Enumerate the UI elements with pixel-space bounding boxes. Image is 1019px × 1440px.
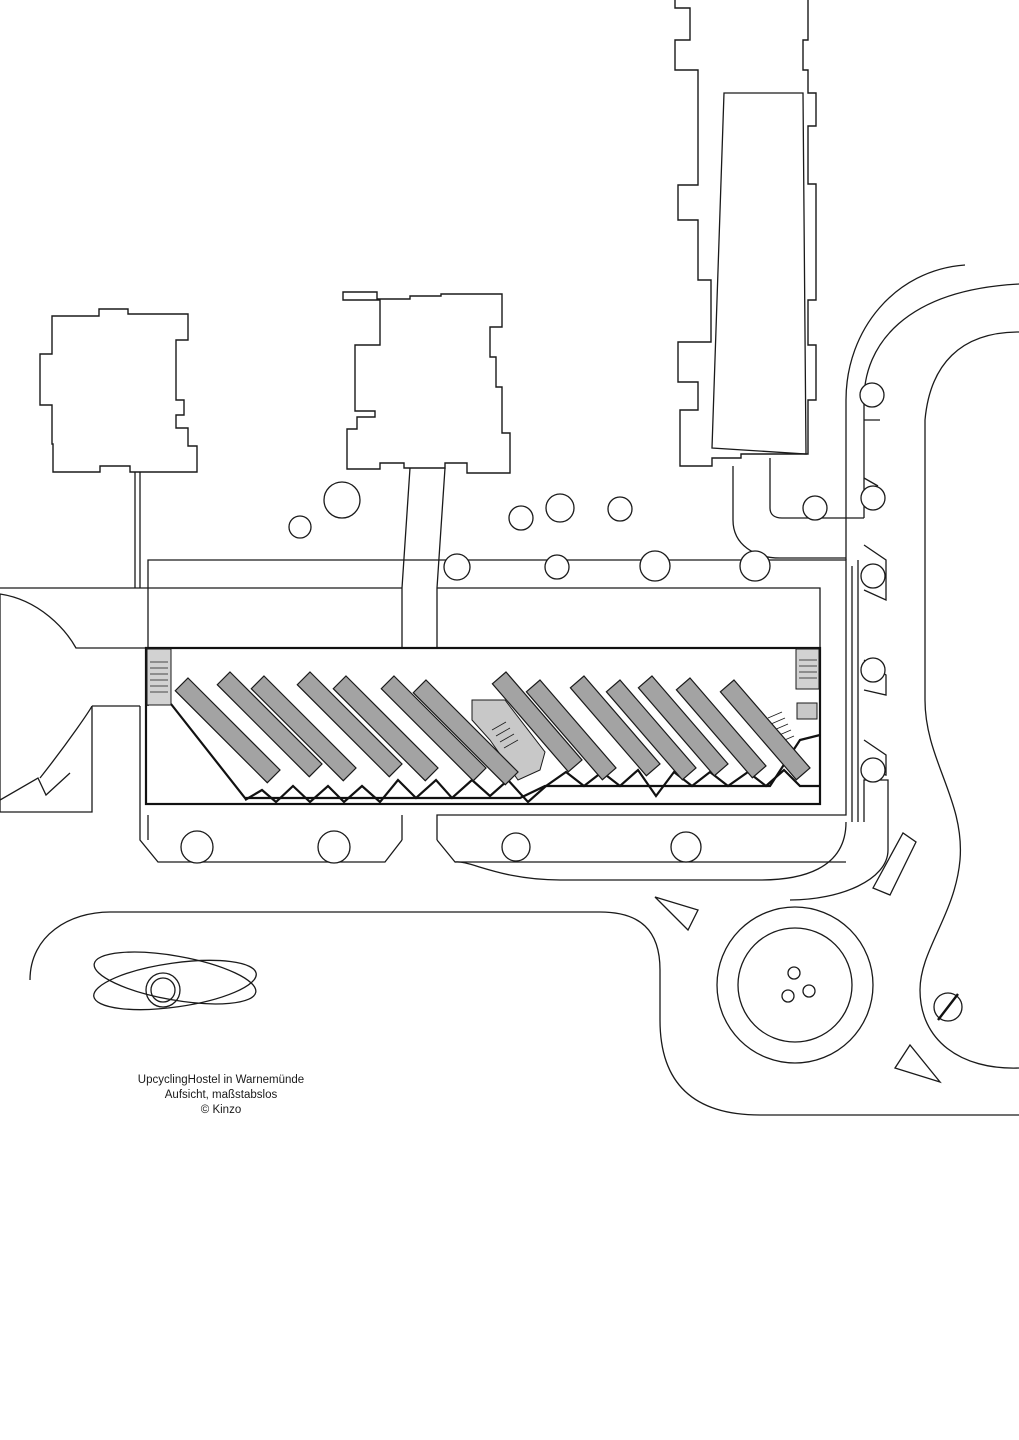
container-module [412,679,519,786]
container-modules [174,671,811,786]
street-network [0,264,1019,1116]
container-module [250,675,357,782]
container-module [719,679,811,781]
central-core [471,699,546,781]
container-module [216,671,323,778]
container-module [380,675,487,782]
neighbouring-buildings [39,0,817,474]
container-module [332,675,439,782]
container-module [675,677,767,779]
container-module [637,675,729,777]
hostel-building [144,646,822,806]
building-left [39,308,198,473]
caption-title: UpcyclingHostel in Warnemünde [137,1074,305,1086]
container-module [569,675,661,777]
container-module [605,679,697,781]
stair-west [146,648,172,706]
container-module [174,677,281,784]
trees [180,382,886,864]
container-module [491,671,583,773]
stair-east [795,648,820,690]
caption-copyright: © Kinzo [200,1104,242,1116]
north-arrow-icon [933,992,963,1022]
plan-caption: UpcyclingHostel in Warnemünde Aufsicht, … [96,1073,346,1118]
container-module [525,679,617,781]
container-module [296,671,403,778]
building-north-row-inner [711,92,807,455]
building-north-row [674,0,817,467]
building-middle [342,291,511,474]
caption-subtitle: Aufsicht, maßstabslos [164,1089,278,1101]
